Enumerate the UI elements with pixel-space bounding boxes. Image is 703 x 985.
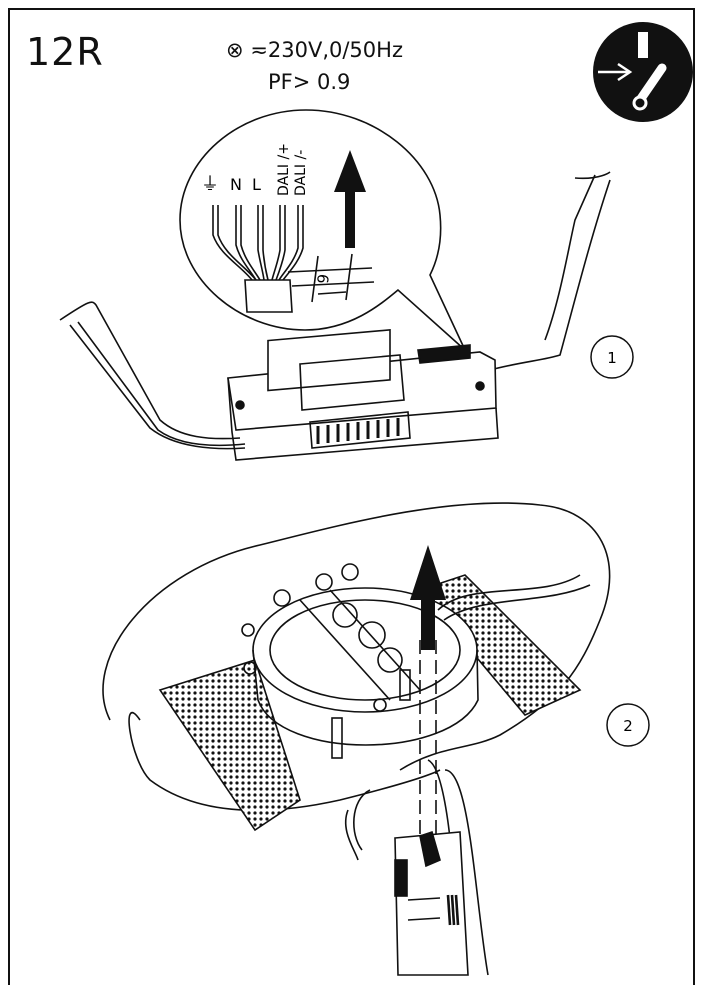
step-2-number: 2 bbox=[623, 717, 633, 735]
strip-length-label: 9 bbox=[314, 273, 333, 284]
wiring-detail-callout bbox=[179, 109, 466, 351]
terminal-dali-minus-label: DALI /- bbox=[293, 150, 309, 196]
step-1-marker bbox=[590, 335, 634, 379]
supply-rating: ⊗ ≂230V,0/50Hz bbox=[226, 38, 403, 62]
up-arrow-icon bbox=[410, 545, 446, 650]
page-frame bbox=[8, 8, 695, 985]
power-factor: PF> 0.9 bbox=[268, 70, 351, 94]
led-driver-step-1 bbox=[59, 171, 611, 461]
terminal-n-label: N bbox=[230, 175, 242, 194]
power-off-switch-icon bbox=[593, 22, 693, 122]
wiring-terminal-labels: ⏚ N L DALI /+ DALI /- 9 bbox=[201, 143, 333, 284]
model-code: 12R bbox=[26, 30, 104, 74]
step-2-marker bbox=[606, 703, 650, 747]
ceiling-cutout-step-2 bbox=[102, 502, 611, 976]
terminal-earth-symbol: ⏚ bbox=[201, 174, 219, 195]
up-arrow-icon bbox=[334, 150, 366, 248]
terminal-l-label: L bbox=[252, 175, 261, 194]
step-1-number: 1 bbox=[607, 349, 617, 367]
terminal-dali-plus-label: DALI /+ bbox=[276, 143, 292, 196]
